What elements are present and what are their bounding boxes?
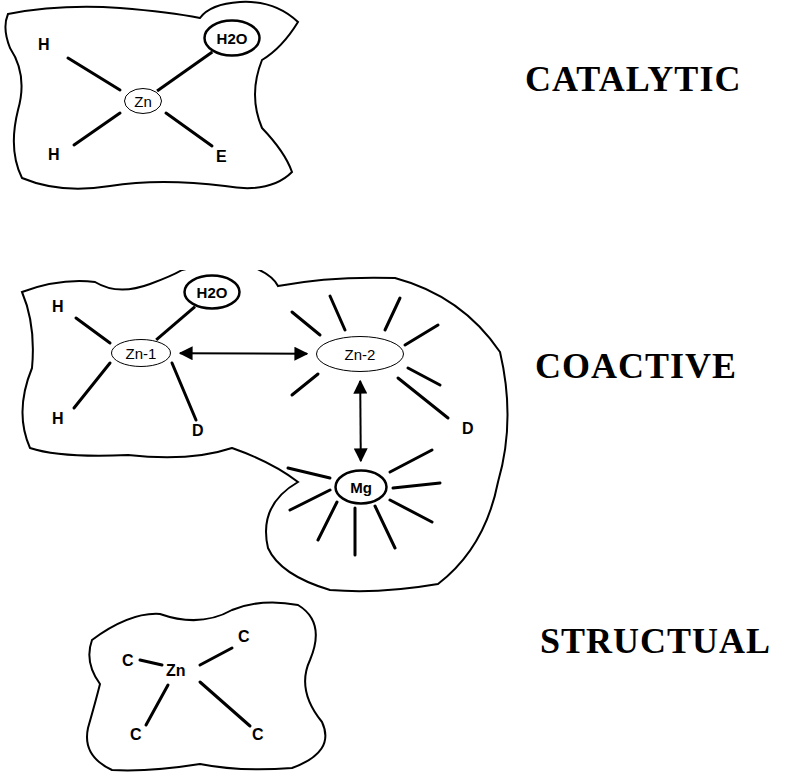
- ion-label: Zn-1: [126, 345, 157, 362]
- ligand-residue: C: [130, 726, 142, 744]
- ligand-residue: C: [238, 628, 250, 646]
- ligand-residue: C: [122, 652, 134, 670]
- site-region: STRUCTUAL: [0, 595, 811, 776]
- ligand-residue: D: [462, 420, 474, 438]
- site-type-heading: CATALYTIC: [525, 58, 741, 100]
- ion-label: H2O: [197, 284, 228, 301]
- bond-line: [157, 52, 212, 91]
- ligand-residue: H: [52, 410, 64, 428]
- ligand-residue: H: [48, 146, 60, 164]
- ligand-residue: D: [192, 422, 204, 440]
- site-type-heading: STRUCTUAL: [540, 620, 771, 662]
- interaction-arrow: [180, 352, 307, 355]
- site-region: COACTIVE Zn-1 H2O Zn-2Mg: [0, 270, 811, 600]
- interaction-arrow: [359, 381, 362, 461]
- region-outline: [0, 0, 811, 200]
- ion-label: H2O: [217, 30, 248, 47]
- ligand-residue: E: [216, 148, 227, 166]
- ligand-residue: H: [52, 298, 64, 316]
- ligand-residue: C: [252, 726, 264, 744]
- metal-ion-oval: Zn-1: [110, 338, 172, 368]
- ion-label: Mg: [350, 479, 372, 496]
- region-outline: [0, 270, 811, 600]
- metal-ion-oval: Mg: [334, 469, 388, 505]
- ion-label: Zn: [134, 93, 152, 110]
- site-region: CATALYTIC Zn H2O: [0, 0, 811, 200]
- metal-ion-oval: Zn-2: [315, 335, 405, 373]
- metal-ion-label: Zn: [166, 662, 186, 680]
- metal-ion-oval: Zn: [123, 87, 163, 115]
- bond-line: [156, 307, 195, 340]
- metal-ion-oval: H2O: [183, 274, 241, 310]
- site-type-heading: COACTIVE: [535, 345, 737, 387]
- metal-ion-oval: H2O: [203, 19, 261, 57]
- ligand-residue: H: [38, 36, 50, 54]
- ion-label: Zn-2: [345, 346, 376, 363]
